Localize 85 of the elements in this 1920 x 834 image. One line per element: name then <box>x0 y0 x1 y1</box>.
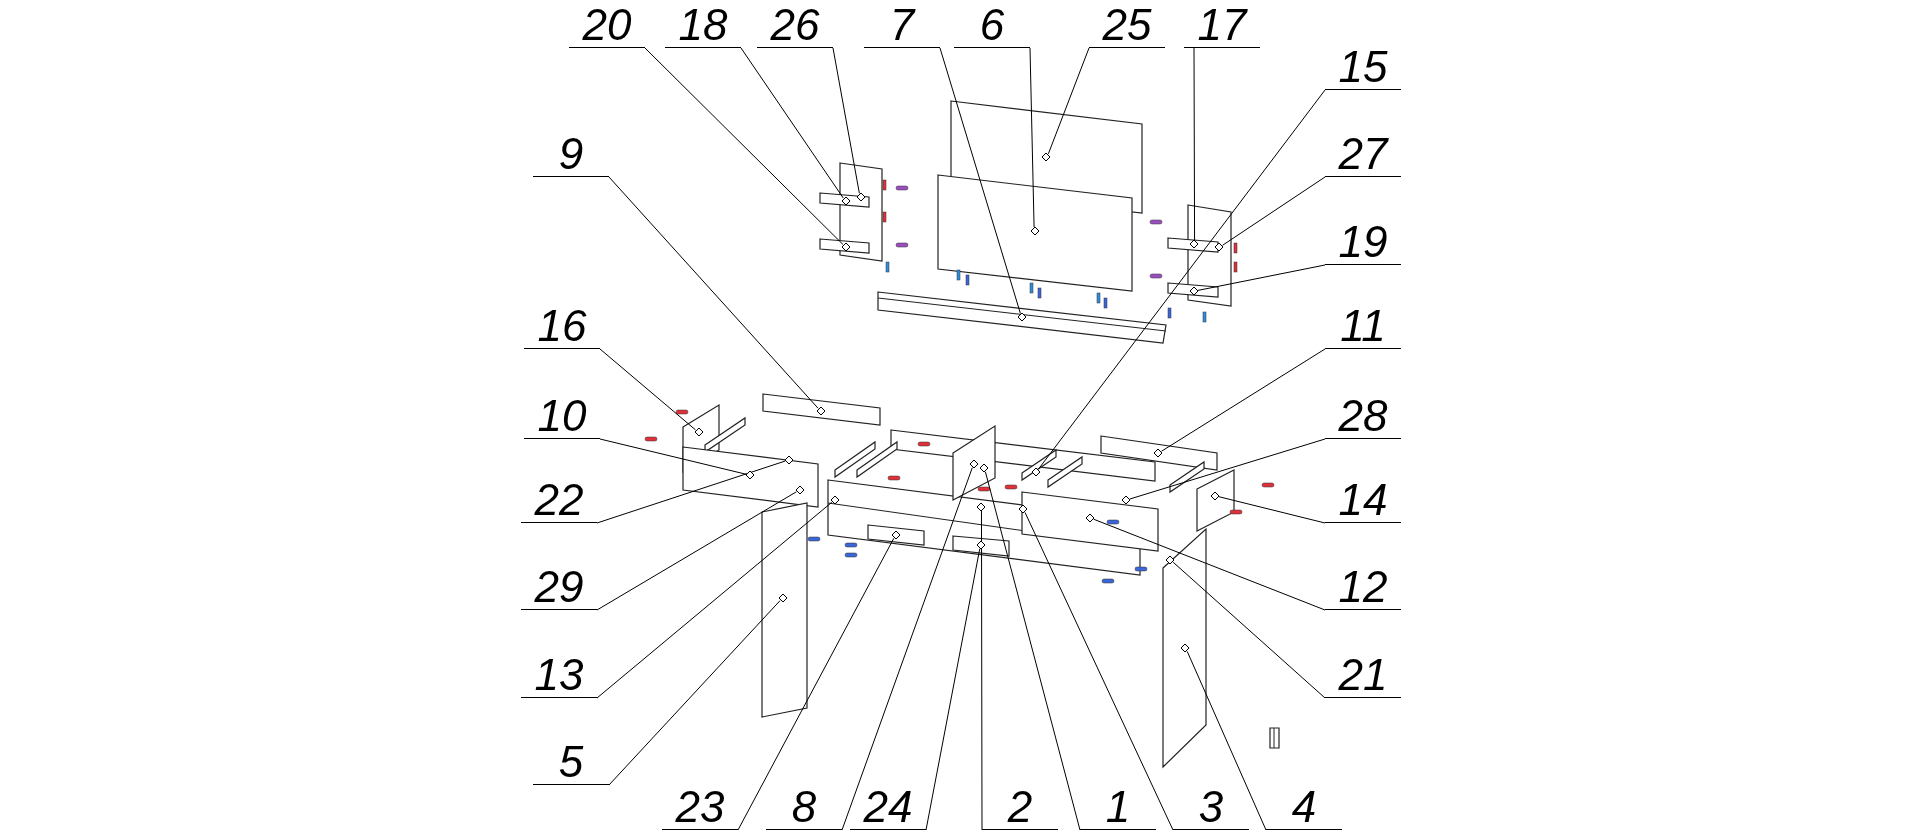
callout-number: 20 <box>569 2 645 48</box>
leader-line <box>1161 348 1326 452</box>
callout-number: 8 <box>766 784 842 830</box>
leader-line <box>925 548 981 831</box>
callout-number: 22 <box>521 477 597 523</box>
callout-number: 2 <box>982 784 1058 830</box>
leader-target-marker <box>1189 286 1199 296</box>
callout-number: 28 <box>1325 393 1401 439</box>
leader-target-marker <box>891 530 901 540</box>
callout-number: 6 <box>954 2 1030 48</box>
leader-line <box>1093 518 1326 611</box>
leader-target-marker <box>1017 312 1027 322</box>
leader-target-marker <box>778 593 788 603</box>
callout-number: 10 <box>524 393 600 439</box>
leader-target-marker <box>1210 491 1220 501</box>
leader-target-marker <box>969 459 979 469</box>
callout-number: 12 <box>1325 564 1401 610</box>
leader-line <box>1197 264 1326 291</box>
leader-target-marker <box>745 470 755 480</box>
leader-line <box>1129 438 1326 500</box>
leader-line <box>841 467 973 831</box>
callout-number: 23 <box>662 784 738 830</box>
leader-target-marker <box>694 427 704 437</box>
leader-line <box>1024 511 1174 831</box>
callout-number: 19 <box>1325 219 1401 265</box>
leader-line <box>608 600 781 786</box>
leader-target-marker <box>1031 467 1041 477</box>
leader-target-marker <box>1165 555 1175 565</box>
callout-number: 5 <box>533 739 609 785</box>
leader-line <box>596 491 797 611</box>
leader-target-marker <box>1085 513 1095 523</box>
leader-target-marker <box>841 242 851 252</box>
leader-line <box>596 460 786 524</box>
callout-number: 27 <box>1325 131 1401 177</box>
callout-number: 1 <box>1080 784 1156 830</box>
callout-number: 9 <box>533 131 609 177</box>
callout-number: 24 <box>850 784 926 830</box>
leader-line <box>737 537 895 831</box>
leader-target-marker <box>1214 242 1224 252</box>
leader-line <box>599 438 747 475</box>
callout-number: 13 <box>521 652 597 698</box>
callout-number: 3 <box>1173 784 1249 830</box>
leader-line <box>1222 176 1326 246</box>
leader-target-marker <box>1030 226 1040 236</box>
callout-number: 26 <box>757 2 833 48</box>
leader-line <box>740 47 844 199</box>
leader-target-marker <box>1189 239 1199 249</box>
callout-number: 21 <box>1325 652 1401 698</box>
leader-line <box>1218 496 1326 524</box>
leader-target-marker <box>841 196 851 206</box>
callout-number: 18 <box>665 2 741 48</box>
leader-target-marker <box>1121 495 1131 505</box>
leader-target-marker <box>1153 448 1163 458</box>
leader-line <box>981 510 983 831</box>
callout-number: 7 <box>864 2 940 48</box>
leader-target-marker <box>1180 643 1190 653</box>
leader-line <box>832 47 860 194</box>
leader-line <box>984 471 1081 831</box>
callout-number: 17 <box>1184 2 1260 48</box>
leader-line <box>1029 47 1035 228</box>
leader-target-marker <box>976 540 986 550</box>
leader-target-marker <box>1041 152 1051 162</box>
callout-number: 4 <box>1266 784 1342 830</box>
leader-target-marker <box>795 485 805 495</box>
leader-line <box>1172 561 1326 699</box>
leader-target-marker <box>1018 504 1028 514</box>
callout-number: 14 <box>1325 477 1401 523</box>
callout-number: 16 <box>524 303 600 349</box>
leader-target-marker <box>856 192 866 202</box>
callout-number: 29 <box>521 564 597 610</box>
leader-line <box>1186 650 1267 831</box>
leader-target-marker <box>784 455 794 465</box>
callout-number: 15 <box>1325 44 1401 90</box>
leader-line <box>1193 47 1196 241</box>
leader-line <box>1038 89 1326 470</box>
leader-line <box>939 47 1021 314</box>
leader-line <box>608 176 819 409</box>
leader-line <box>596 501 833 699</box>
leader-target-marker <box>816 406 826 416</box>
leader-target-marker <box>830 495 840 505</box>
leader-target-marker <box>979 463 989 473</box>
callout-number: 25 <box>1089 2 1165 48</box>
leader-line <box>1047 47 1090 155</box>
leader-line <box>599 348 697 431</box>
callout-number: 11 <box>1325 303 1401 349</box>
